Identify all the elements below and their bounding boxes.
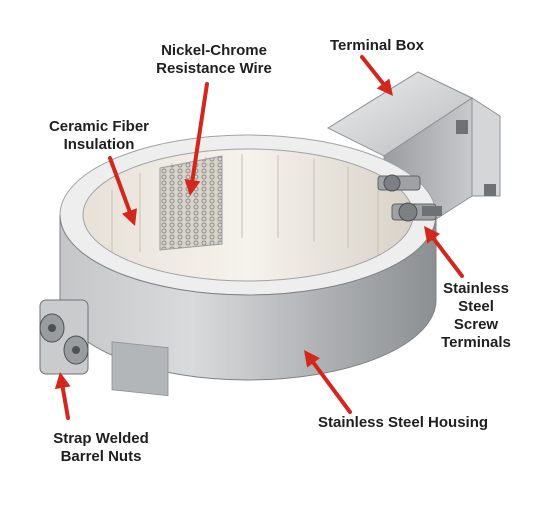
label-screw-terminals-line3: Screw bbox=[453, 316, 499, 333]
label-screw-terminals-line2: Steel bbox=[458, 298, 494, 315]
terminal-box-shape bbox=[326, 71, 501, 251]
arrow-nickel-chrome bbox=[184, 82, 209, 196]
arrow-terminal-box bbox=[360, 55, 393, 96]
arrow-barrel-nuts bbox=[54, 372, 71, 420]
label-barrel-nuts: Strap Welded Barrel Nuts bbox=[36, 430, 166, 466]
label-barrel-nuts-line2: Barrel Nuts bbox=[60, 448, 142, 465]
arrow-stainless-housing bbox=[304, 350, 352, 414]
label-nickel-chrome-wire: Nickel-Chrome Resistance Wire bbox=[148, 42, 280, 78]
label-nickel-chrome-line1: Nickel-Chrome bbox=[161, 42, 267, 59]
label-screw-terminals: Stainless Steel Screw Terminals bbox=[428, 280, 524, 352]
label-barrel-nuts-line1: Strap Welded bbox=[53, 430, 149, 447]
label-ceramic-fiber-line1: Ceramic Fiber bbox=[48, 118, 150, 135]
arrow-ceramic-fiber bbox=[108, 156, 137, 226]
label-screw-terminals-line1: Stainless bbox=[443, 280, 509, 297]
stainless-housing-shape bbox=[59, 214, 437, 397]
label-nickel-chrome-line2: Resistance Wire bbox=[156, 60, 272, 77]
label-ceramic-fiber-line2: Insulation bbox=[63, 136, 135, 153]
screw-terminals-shape bbox=[377, 174, 442, 222]
barrel-nuts-shape bbox=[39, 299, 89, 375]
nickel-chrome-coil bbox=[159, 155, 223, 251]
label-terminal-box: Terminal Box bbox=[330, 37, 424, 54]
label-screw-terminals-line4: Terminals bbox=[441, 334, 511, 351]
label-ceramic-fiber: Ceramic Fiber Insulation bbox=[38, 118, 160, 154]
label-stainless-housing: Stainless Steel Housing bbox=[318, 414, 489, 431]
callout-arrows bbox=[54, 55, 464, 420]
arrow-screw-terminals bbox=[424, 226, 464, 278]
